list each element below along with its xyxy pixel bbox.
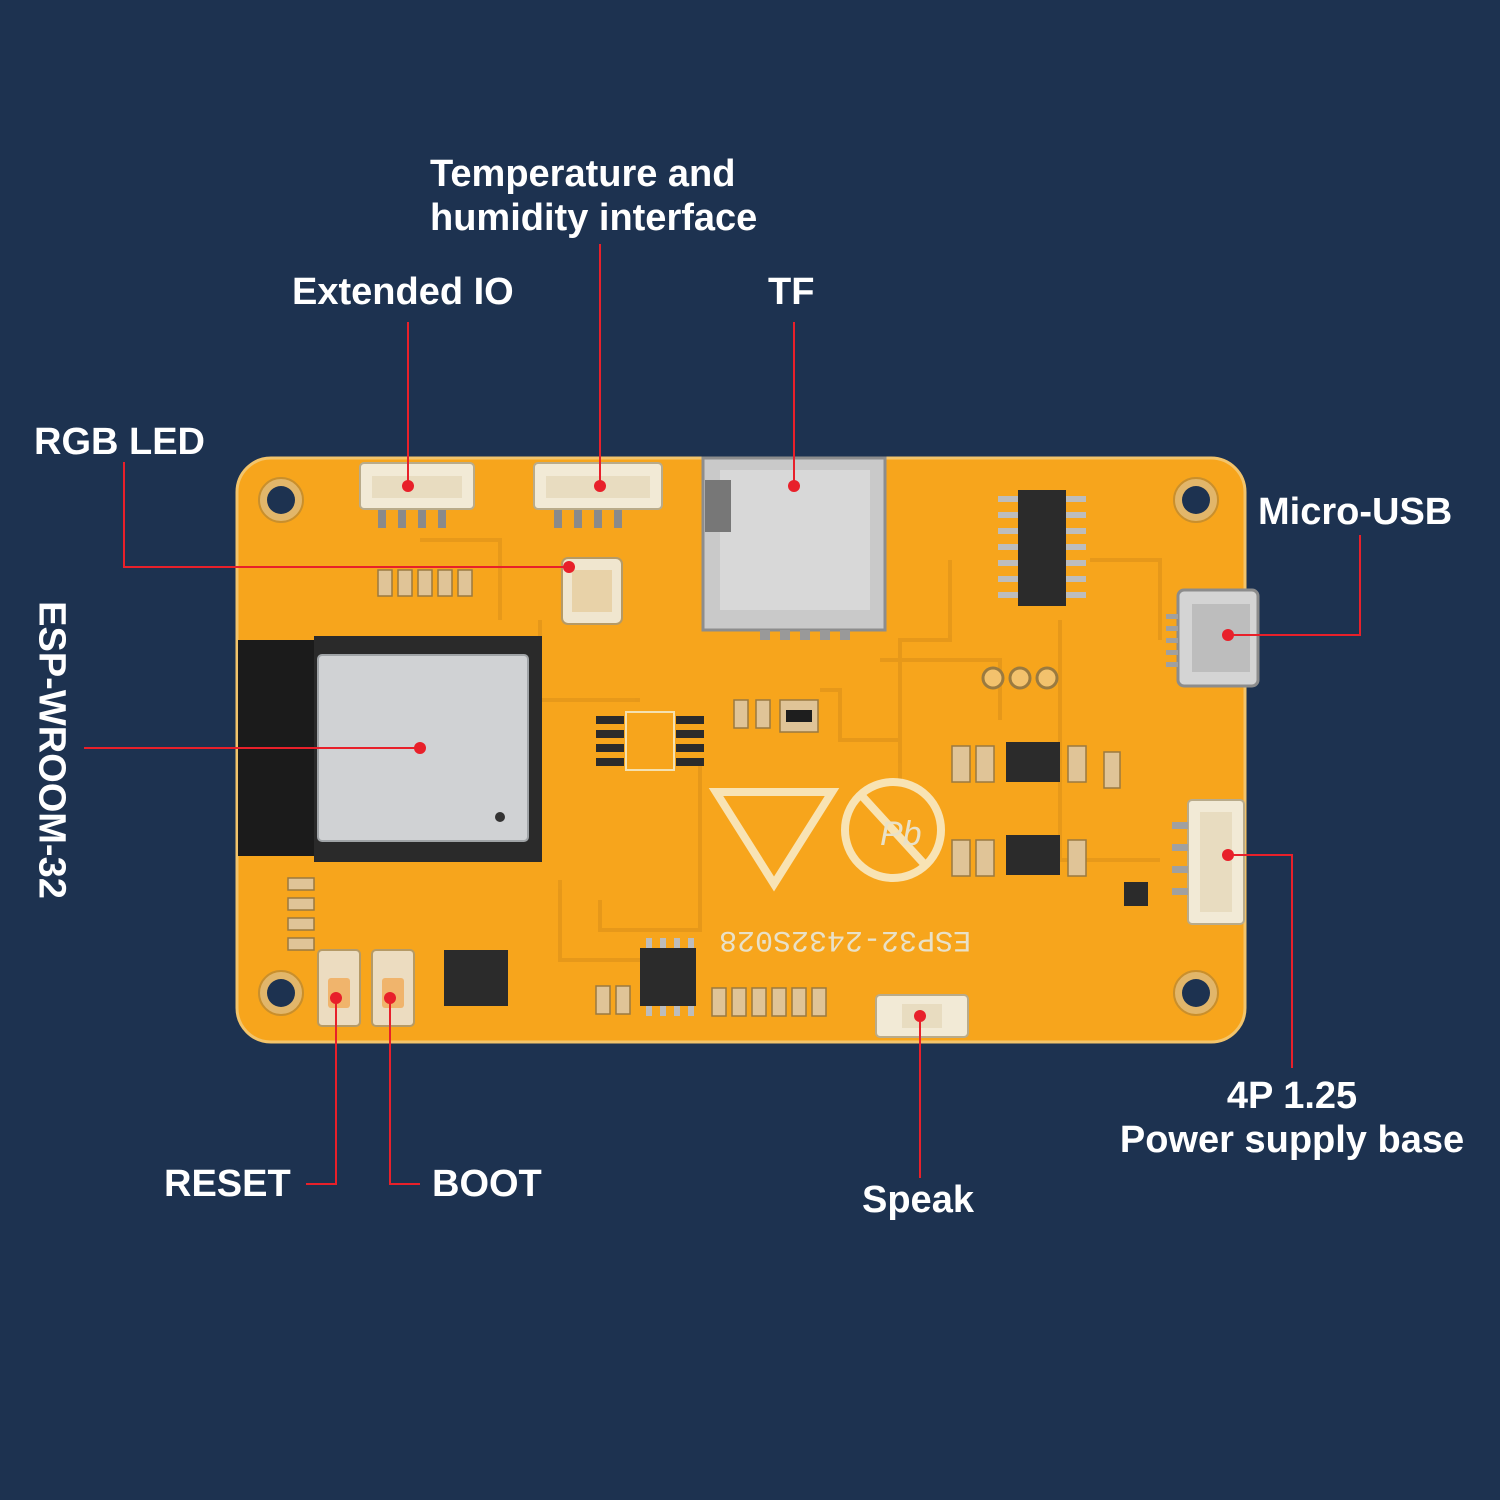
extended-io-label: Extended IO bbox=[292, 271, 514, 313]
bottom-passives bbox=[287, 877, 827, 1017]
reset-leader bbox=[306, 998, 337, 1185]
boot-leader bbox=[389, 998, 420, 1185]
power-supply-label-line1: 4P 1.25 bbox=[1226, 1075, 1358, 1117]
micro-usb-label: Micro-USB bbox=[1258, 491, 1453, 533]
extended-io-connector bbox=[359, 462, 475, 528]
u5-chip bbox=[640, 938, 696, 1016]
rgb-led-component bbox=[561, 557, 623, 625]
pb-free-icon bbox=[841, 778, 945, 882]
pb-mark: Pb bbox=[880, 815, 922, 853]
micro-usb-leader bbox=[1228, 535, 1361, 636]
temperature-label-line2: humidity interface bbox=[430, 197, 758, 239]
rgb-led-leader bbox=[123, 462, 569, 568]
warning-triangle-icon bbox=[708, 788, 840, 892]
mounting-holes bbox=[258, 477, 1219, 1016]
silkscreen-model: ESP32-2432S028 bbox=[719, 922, 971, 956]
power-supply-leader bbox=[1228, 854, 1293, 1068]
u4-footprint bbox=[596, 711, 704, 771]
temperature-label-line1: Temperature and bbox=[430, 153, 736, 195]
esp-wroom-label: ESP-WROOM-32 bbox=[30, 601, 73, 899]
tf-card-slot bbox=[701, 456, 887, 640]
tf-label: TF bbox=[768, 271, 815, 313]
resistor-row bbox=[377, 569, 473, 597]
power-supply-label-line2: Power supply base bbox=[1119, 1119, 1465, 1161]
speaker-connector bbox=[875, 994, 969, 1038]
micro-usb-port bbox=[1166, 588, 1260, 688]
rn2-array bbox=[733, 699, 819, 733]
speak-label: Speak bbox=[862, 1179, 974, 1221]
callout-dots bbox=[330, 480, 1234, 1022]
boot-label: BOOT bbox=[432, 1163, 542, 1205]
u6-ic bbox=[998, 490, 1086, 606]
reset-label: RESET bbox=[164, 1163, 291, 1205]
regulators bbox=[951, 742, 1121, 877]
power-supply-label: 4P 1.25 Power supply base bbox=[1112, 1074, 1472, 1162]
u3-chip bbox=[444, 950, 508, 1006]
temperature-label: Temperature and humidity interface bbox=[430, 152, 757, 240]
q1-transistor bbox=[1124, 882, 1148, 906]
test-pads bbox=[981, 666, 1059, 690]
rgb-led-label: RGB LED bbox=[34, 421, 205, 463]
power-connector bbox=[1172, 799, 1245, 925]
